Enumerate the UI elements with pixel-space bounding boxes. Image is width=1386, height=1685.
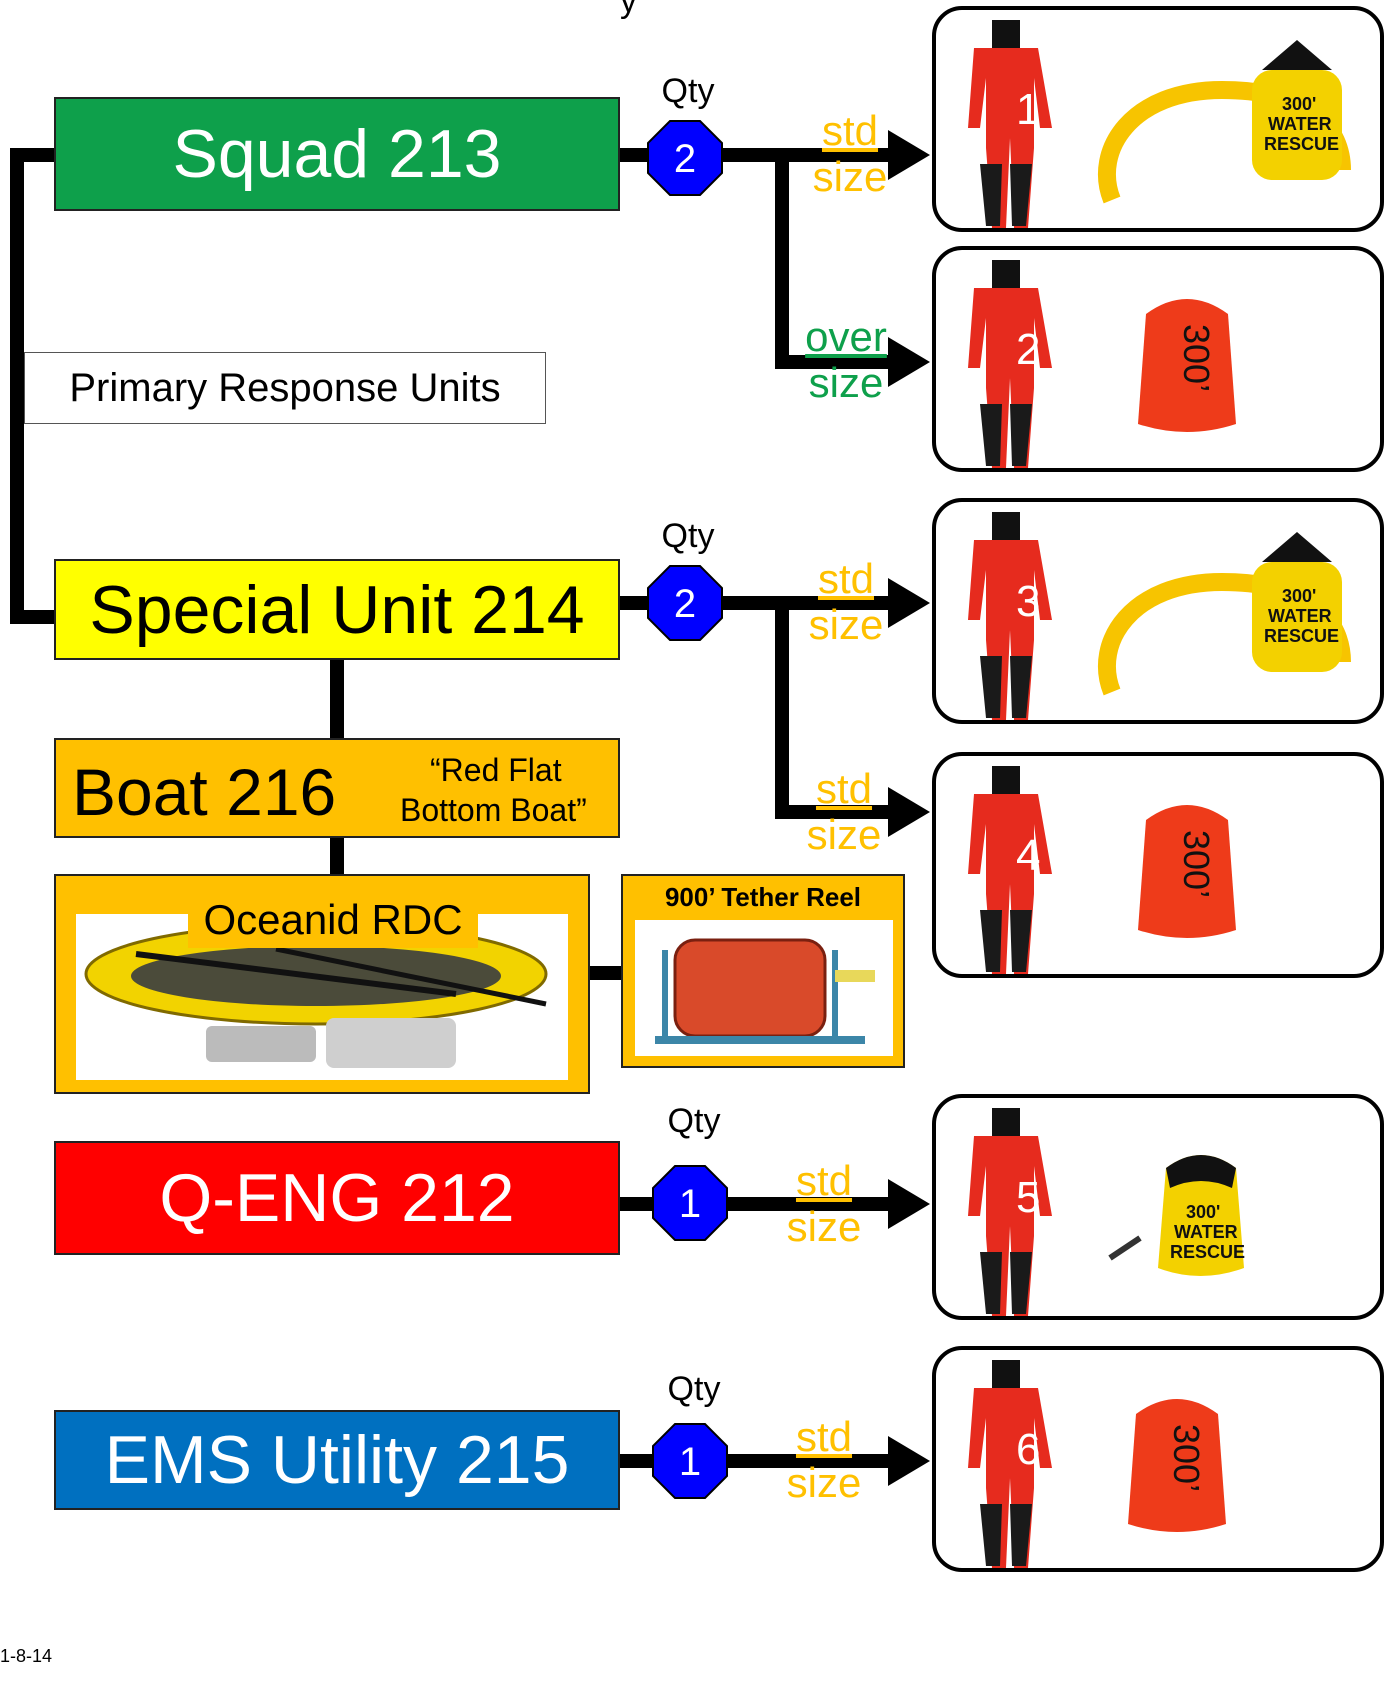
dry-suit-image-5: 5 bbox=[968, 1108, 1052, 1316]
kit-box-1: 1 300' WATER RESCUE bbox=[932, 6, 1384, 232]
svg-text:300': 300' bbox=[1282, 586, 1316, 606]
svg-text:WATER: WATER bbox=[1174, 1222, 1238, 1242]
qty-value-special: 2 bbox=[673, 582, 697, 626]
octagon-qeng bbox=[652, 1165, 728, 1241]
special-unit-214-box: Special Unit 214 bbox=[54, 559, 620, 660]
kit-number-1: 1 bbox=[1016, 85, 1040, 134]
kit-number-2: 2 bbox=[1016, 325, 1040, 374]
oceanid-rdc-label: Oceanid RDC bbox=[188, 892, 478, 948]
svg-text:300’: 300’ bbox=[1176, 324, 1217, 392]
oceanid-rdc-frame: Oceanid RDC bbox=[54, 874, 590, 1094]
dry-suit-image-1: 1 bbox=[968, 20, 1052, 228]
kit-box-5: 5 300' WATER RESCUE bbox=[932, 1094, 1384, 1320]
kit-number-6: 6 bbox=[1016, 1425, 1040, 1474]
orange-rope-bag-image-2: 300’ bbox=[1138, 299, 1236, 432]
yellow-rescue-bag-image-3: 300' WATER RESCUE bbox=[1098, 532, 1351, 696]
boat-216-box: Boat 216 “Red Flat Bottom Boat” bbox=[54, 738, 620, 838]
kit-box-3: 3 300' WATER RESCUE bbox=[932, 498, 1384, 724]
kit-box-6: 6 300’ bbox=[932, 1346, 1384, 1572]
boat-216-title: Boat 216 bbox=[72, 755, 337, 829]
left-bracket-vertical bbox=[10, 148, 24, 624]
qty-value-ems: 1 bbox=[678, 1440, 702, 1484]
oceanid-to-tether-line bbox=[590, 966, 626, 980]
orange-rope-bag-image-6: 300’ bbox=[1128, 1399, 1226, 1532]
svg-text:300': 300' bbox=[1282, 94, 1316, 114]
svg-text:300’: 300’ bbox=[1166, 1424, 1207, 1492]
tether-image-area bbox=[635, 920, 893, 1056]
left-bracket-bottom bbox=[10, 610, 58, 624]
special-to-boat-line bbox=[330, 660, 344, 740]
oceanid-image-area bbox=[76, 914, 568, 1080]
raft-image bbox=[84, 922, 548, 1068]
kit-number-5: 5 bbox=[1016, 1173, 1040, 1222]
qty-label-squad: Qty bbox=[661, 72, 715, 110]
left-bracket-top bbox=[10, 148, 58, 162]
ems-utility-215-box: EMS Utility 215 bbox=[54, 1410, 620, 1510]
dry-suit-image-2: 2 bbox=[968, 260, 1052, 468]
top-cropped-text: y bbox=[620, 0, 637, 20]
svg-text:WATER: WATER bbox=[1268, 114, 1332, 134]
primary-response-label: Primary Response Units bbox=[24, 352, 546, 424]
boat-to-oceanid-line bbox=[330, 838, 344, 878]
yellow-rescue-bag-image-1: 300' WATER RESCUE bbox=[1098, 40, 1351, 204]
svg-text:WATER: WATER bbox=[1268, 606, 1332, 626]
kit-number-4: 4 bbox=[1016, 831, 1040, 880]
boat-216-note-line1: “Red Flat bbox=[430, 752, 562, 788]
octagon-squad bbox=[647, 120, 723, 196]
dry-suit-image-6: 6 bbox=[968, 1360, 1052, 1568]
octagon-special bbox=[647, 565, 723, 641]
octagon-ems bbox=[652, 1423, 728, 1499]
kit-box-4: 4 300’ bbox=[932, 752, 1384, 978]
svg-text:RESCUE: RESCUE bbox=[1170, 1242, 1245, 1262]
tether-reel-image bbox=[655, 938, 875, 1044]
squad-213-box: Squad 213 bbox=[54, 97, 620, 211]
yellow-rope-bag-image-5: 300' WATER RESCUE bbox=[1108, 1155, 1245, 1276]
kit-box-2: 2 300’ bbox=[932, 246, 1384, 472]
tether-reel-frame: 900’ Tether Reel bbox=[621, 874, 905, 1068]
qty-label-qeng: Qty bbox=[667, 1102, 721, 1140]
footer-date: 1-8-14 bbox=[0, 1646, 53, 1666]
qty-label-ems: Qty bbox=[667, 1370, 721, 1408]
svg-text:300’: 300’ bbox=[1176, 830, 1217, 898]
q-eng-212-box: Q-ENG 212 bbox=[54, 1141, 620, 1255]
kit-number-3: 3 bbox=[1016, 577, 1040, 626]
tether-reel-label: 900’ Tether Reel bbox=[664, 882, 862, 912]
dry-suit-image-4: 4 bbox=[968, 766, 1052, 974]
qty-value-squad: 2 bbox=[673, 137, 697, 181]
qty-value-qeng: 1 bbox=[678, 1182, 702, 1226]
orange-rope-bag-image-4: 300’ bbox=[1138, 805, 1236, 938]
svg-text:RESCUE: RESCUE bbox=[1264, 626, 1339, 646]
qty-label-special: Qty bbox=[661, 517, 715, 555]
boat-216-note-line2: Bottom Boat” bbox=[400, 792, 587, 828]
dry-suit-image-3: 3 bbox=[968, 512, 1052, 720]
svg-text:RESCUE: RESCUE bbox=[1264, 134, 1339, 154]
svg-text:300': 300' bbox=[1186, 1202, 1220, 1222]
